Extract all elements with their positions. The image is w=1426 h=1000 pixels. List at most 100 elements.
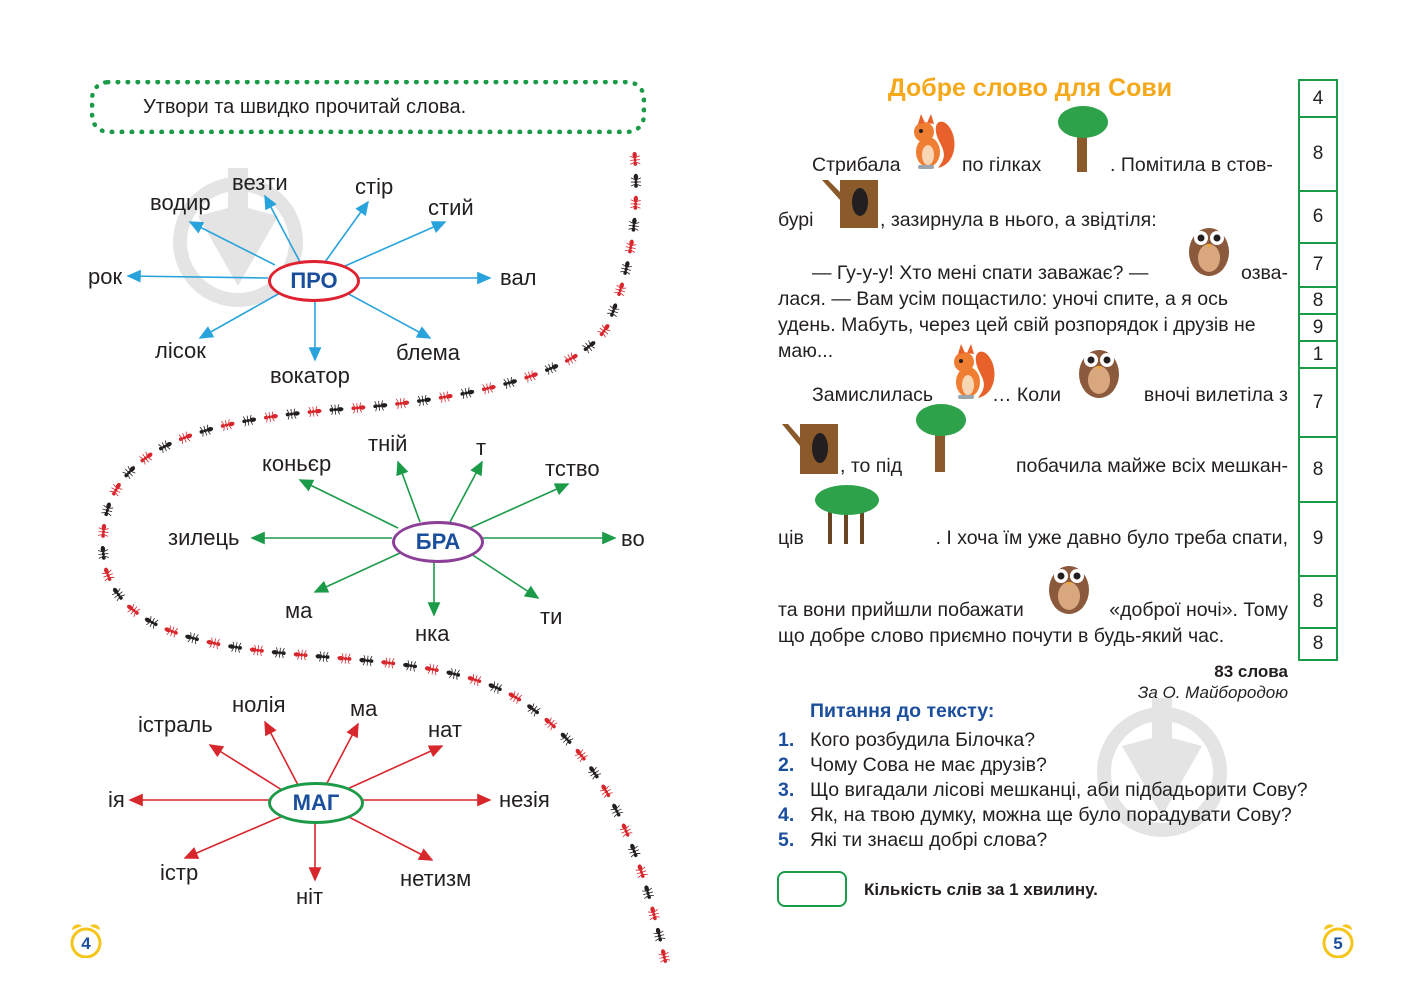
ant-icon [619, 823, 633, 838]
ant-icon [228, 641, 243, 653]
total-words: 83 слова [1214, 662, 1288, 681]
word: ма [350, 696, 378, 721]
question-number: 5. [778, 829, 795, 851]
ant-icon [624, 239, 637, 254]
page-number-right: 5 [1333, 934, 1343, 953]
ant-icon [220, 419, 235, 431]
word: істраль [138, 712, 213, 737]
ant-icon [635, 864, 648, 878]
word-count-cell: 8 [1312, 633, 1324, 654]
ant-icon [564, 352, 578, 366]
center-label: МАГ [292, 790, 340, 815]
ant-icon [351, 402, 366, 414]
watermark-shovel-icon [1097, 698, 1227, 837]
ant-icon [337, 653, 352, 665]
ant-icon [642, 885, 655, 899]
ant-icon [109, 482, 123, 497]
question-item: 4.Як, на твою думку, можна ще було порад… [778, 804, 1292, 827]
word-count-cell: 9 [1300, 503, 1336, 577]
ant-icon [560, 732, 574, 746]
text: озва- [1240, 262, 1288, 284]
word: зилець [168, 525, 240, 550]
ant-icon [381, 657, 396, 669]
word: вал [500, 265, 537, 290]
word-count-cell: 1 [1300, 342, 1336, 369]
ant-icon [610, 803, 624, 818]
ant-icon [599, 784, 613, 799]
ant-icon [315, 651, 330, 663]
story-line-11: що добре слово приємно почути в будь-яки… [778, 623, 1288, 649]
owl-icon [1189, 228, 1229, 276]
ant-icon [607, 303, 620, 317]
ant-icon [329, 404, 344, 416]
question-text: Кого розбудила Білочка? [810, 729, 1036, 751]
ant-icon [307, 406, 322, 418]
word-count-cell: 4 [1300, 81, 1336, 118]
ant-icon [597, 324, 611, 338]
word: стір [355, 174, 394, 199]
ant-icon [403, 660, 417, 672]
question-item: 3. Що вигадали лісові мешканці, аби підба… [778, 779, 1308, 802]
word-count-cell: 9 [1300, 315, 1336, 342]
text: що добре слово приємно почути в будь-яки… [778, 625, 1225, 647]
ant-icon [359, 655, 374, 667]
ant-icon [158, 440, 172, 454]
text: . Помітила в стов- [1110, 154, 1273, 176]
word: во [621, 526, 645, 551]
ant-icon [467, 673, 482, 686]
tree-icon [916, 404, 966, 472]
tree-icon [1058, 106, 1108, 172]
word-count-cell: 8 [1300, 288, 1336, 315]
ant-icon [544, 717, 558, 731]
owl-icon [1049, 566, 1089, 614]
word: стий [428, 195, 474, 220]
word: нат [428, 717, 462, 742]
word-count-cell: 6 [1300, 192, 1336, 244]
question-text: Які ти знаєш добрі слова? [810, 829, 1048, 851]
word-count-cell: 8 [1300, 118, 1336, 192]
word: вокатор [270, 363, 350, 388]
ant-icon [544, 362, 559, 375]
ant-icon [373, 400, 388, 412]
text: «доброї ночі». Тому [1109, 599, 1288, 621]
instruction-text: Утвори та швидко прочитай слова. [143, 95, 467, 118]
cluster-center-mag: МАГ [268, 782, 364, 824]
ant-icon [446, 668, 461, 680]
ant-icon [285, 408, 300, 420]
question-text: Чому Сова не має друзів? [810, 754, 1047, 776]
ant-icon [395, 397, 410, 409]
ant-icon [263, 411, 278, 423]
text: — Гу-у-у! Хто мені спати заважає? — [812, 262, 1149, 284]
word: ма [285, 598, 313, 623]
question-number: 3. [778, 779, 795, 801]
ant-icon [648, 906, 660, 921]
text: , зазирнула в нього, а звідтіля: [880, 209, 1157, 231]
ant-icon [620, 261, 632, 275]
text: ців [778, 527, 804, 549]
text: вночі вилетіла з [1143, 384, 1288, 406]
ant-icon [249, 644, 264, 656]
owl-icon [1079, 350, 1119, 398]
ant-icon [271, 647, 286, 659]
page-number-left: 4 [81, 934, 91, 953]
ant-icon [178, 431, 193, 444]
ant-icon [101, 502, 114, 517]
question-number: 1. [778, 729, 795, 751]
text: , то під [840, 455, 903, 477]
questions-title: Питання до тексту: [810, 700, 995, 722]
ant-icon [628, 217, 640, 232]
words-per-minute-box[interactable] [777, 871, 847, 907]
ant-icon [574, 748, 588, 763]
ant-icon [481, 382, 496, 395]
center-label: БРА [415, 529, 461, 554]
ant-icon [144, 616, 159, 629]
ant-icon [417, 394, 431, 407]
hollow-trunk-icon [782, 424, 838, 474]
text: та вони прийшли побажати [778, 599, 1024, 621]
word: ніт [296, 884, 324, 909]
word: водир [150, 190, 211, 215]
ants [97, 151, 671, 963]
cluster-center-bra: БРА [392, 521, 484, 563]
ant-icon [630, 195, 641, 210]
question-text: Що вигадали лісові мешканці, аби підбадь… [810, 779, 1308, 801]
